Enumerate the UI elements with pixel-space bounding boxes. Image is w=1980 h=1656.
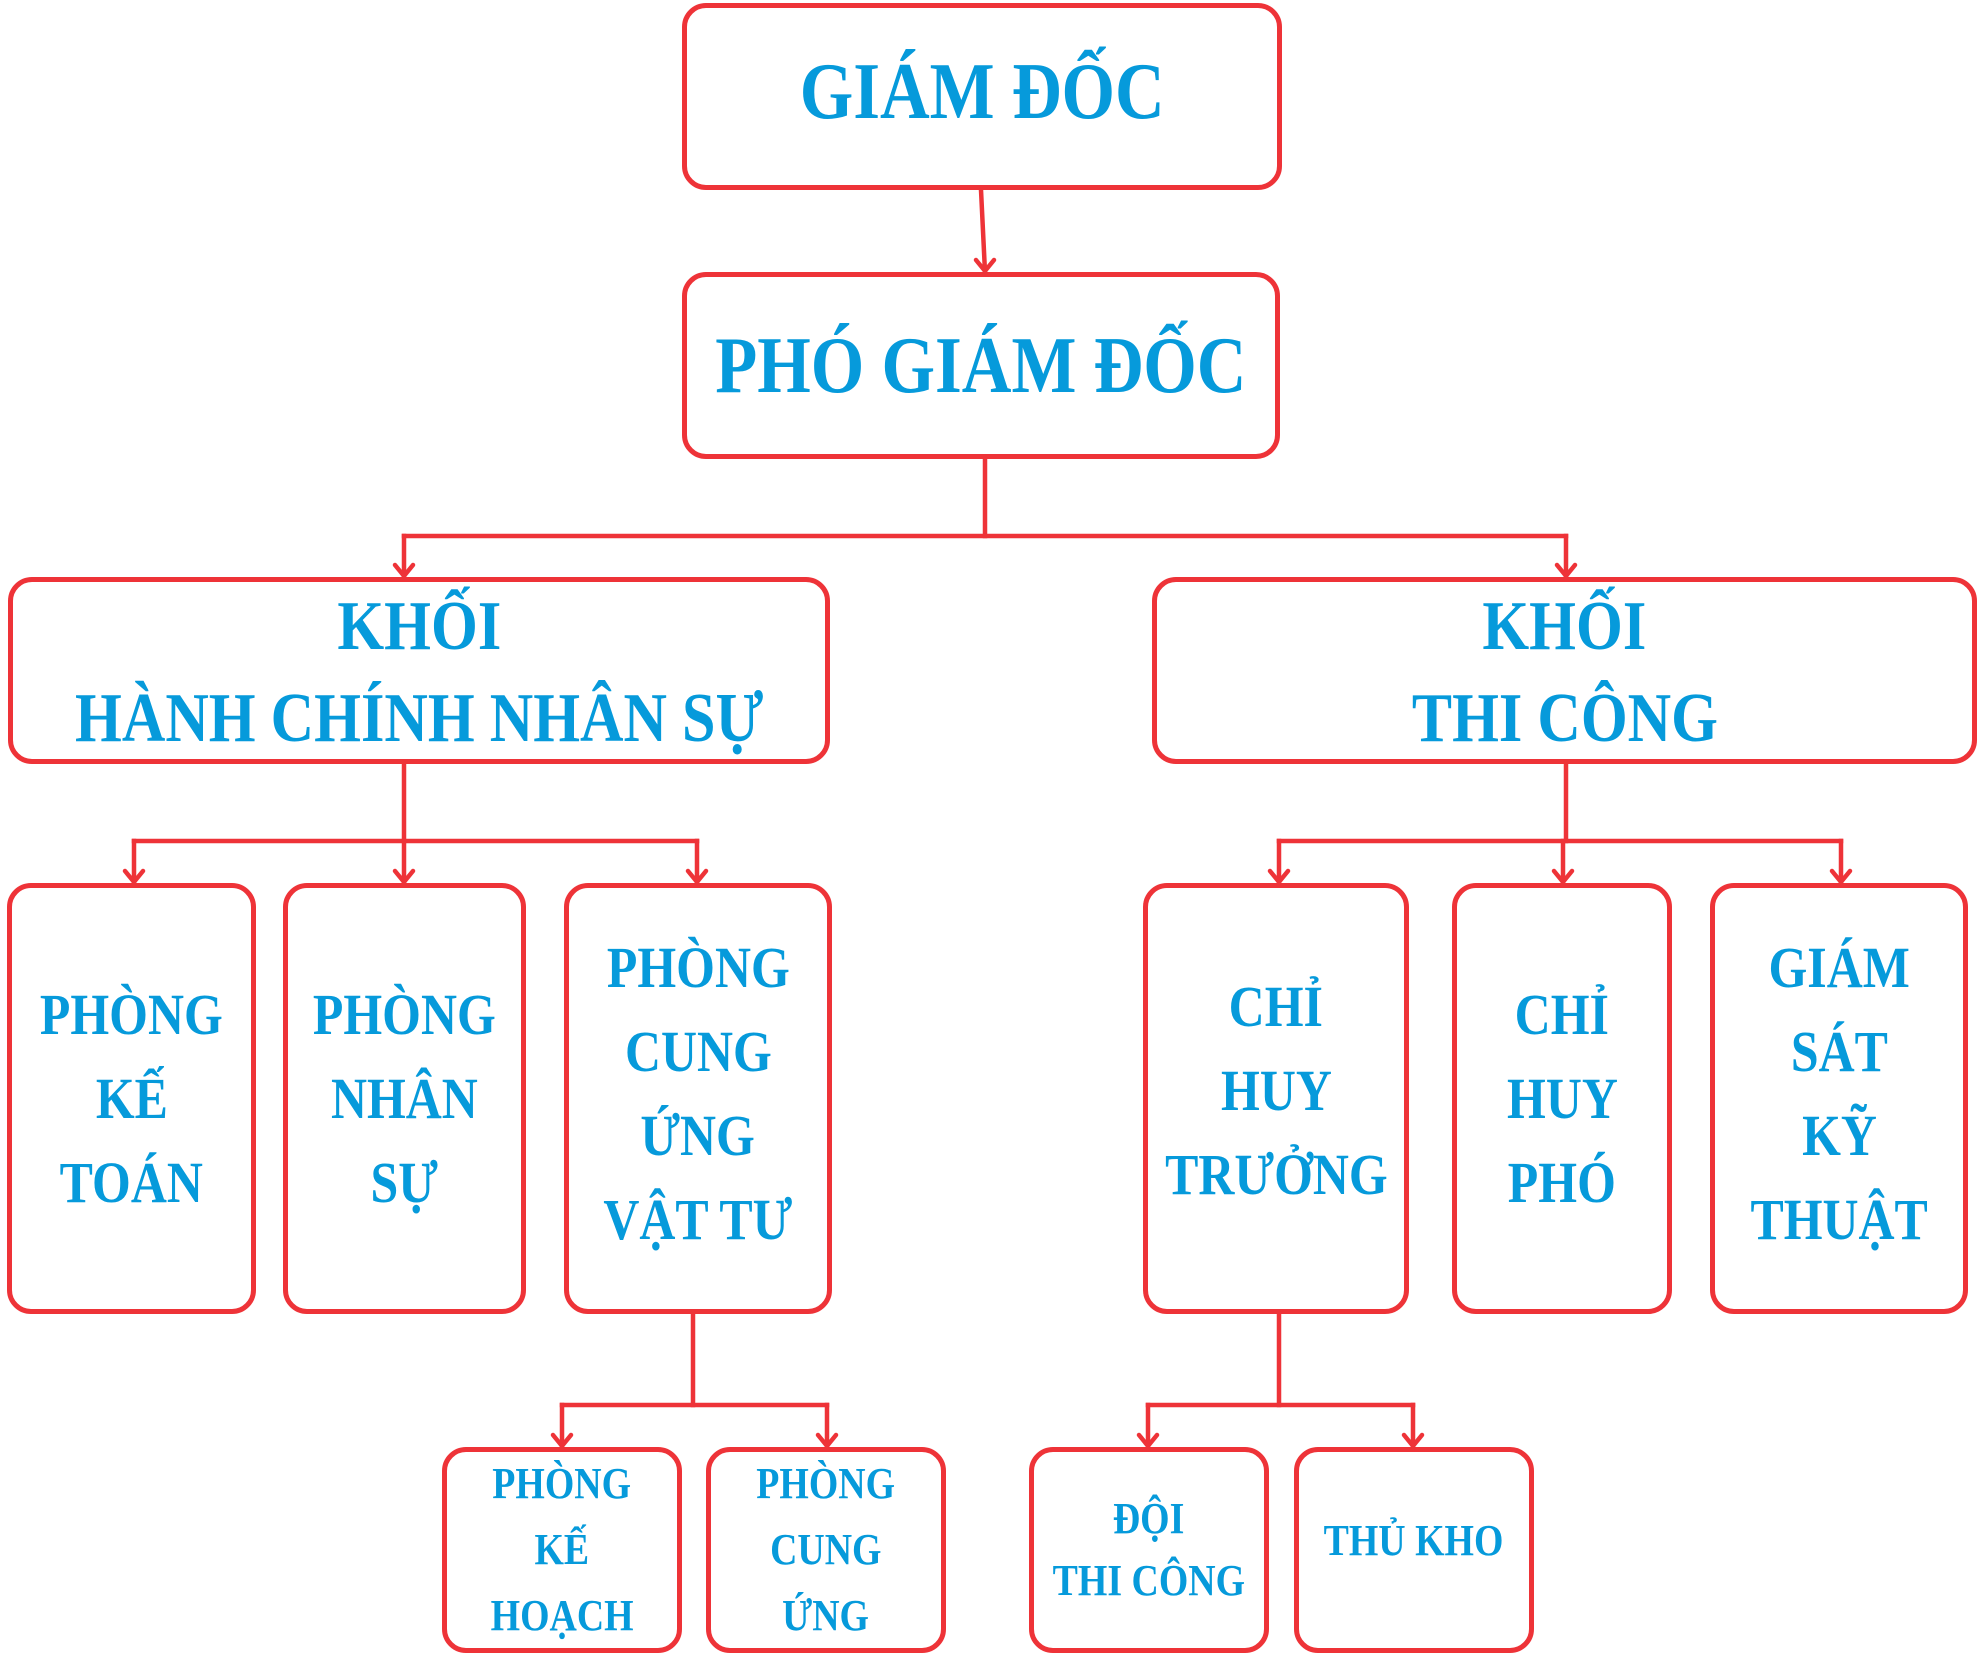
node-khoi-hanh-chinh-nhan-su: KHỐI HÀNH CHÍNH NHÂN SỰ (8, 577, 830, 764)
arrowhead-doi-tc (1136, 1432, 1160, 1449)
node-label-line: GIÁM ĐỐC (799, 47, 1165, 136)
arrowhead-khoi-tc (1554, 562, 1578, 579)
node-label-line: KẾ (534, 1525, 590, 1574)
arrowhead-chp (1551, 868, 1575, 885)
node-label-line: CUNG (770, 1525, 882, 1574)
node-label-line: TRƯỞNG (1164, 1141, 1388, 1207)
arrowhead-cht (1267, 868, 1291, 885)
node-label-line: SỰ (370, 1149, 439, 1215)
node-label-line: CHỈ (1228, 973, 1324, 1039)
node-label-line: THUẬT (1750, 1186, 1928, 1252)
node-label-line: PHÒNG (313, 981, 496, 1047)
node-label-line: PHÒNG (756, 1459, 896, 1508)
node-chi-huy-pho: CHỈ HUY PHÓ (1452, 883, 1672, 1314)
arrowhead-khoi-hcns (392, 562, 416, 579)
node-chi-huy-truong: CHỈ HUY TRƯỞNG (1143, 883, 1409, 1314)
arrowhead-gskt (1829, 868, 1853, 885)
node-label-line: THI CÔNG (1411, 679, 1718, 757)
arrowhead-p-cungung (815, 1432, 839, 1449)
node-label-line: NHÂN (331, 1065, 478, 1131)
node-label-line: PHÒNG (492, 1459, 632, 1508)
node-thu-kho: THỦ KHO (1294, 1447, 1534, 1653)
node-label-line: PHÒNG (40, 981, 223, 1047)
arrowhead-pho-giam-doc (973, 257, 997, 274)
node-phong-cung-ung-vat-tu: PHÒNG CUNG ỨNG VẬT TƯ (564, 883, 832, 1314)
arrowhead-p-cuvt (685, 868, 709, 885)
arrowhead-p-nhansu (392, 868, 416, 885)
node-phong-ke-hoach: PHÒNG KẾ HOẠCH (442, 1447, 682, 1653)
node-label-line: KHỐI (337, 587, 501, 665)
node-label-line: HÀNH CHÍNH NHÂN SỰ (74, 679, 764, 757)
node-label-line: THỦ KHO (1324, 1516, 1504, 1565)
node-label-line: KỸ (1801, 1102, 1877, 1168)
node-label-line: HUY (1220, 1057, 1332, 1123)
node-giam-doc: GIÁM ĐỐC (682, 3, 1282, 190)
node-label-line: ĐỘI (1113, 1494, 1185, 1543)
node-label-line: PHÓ GIÁM ĐỐC (715, 321, 1247, 410)
node-label-line: CUNG (624, 1018, 772, 1084)
arrowhead-p-ketoan (122, 868, 146, 885)
node-label-line: VẬT TƯ (603, 1186, 793, 1252)
node-doi-thi-cong: ĐỘI THI CÔNG (1029, 1447, 1269, 1653)
node-label-line: HOẠCH (490, 1591, 634, 1640)
node-phong-cung-ung: PHÒNG CUNG ỨNG (706, 1447, 946, 1653)
node-label-line: HUY (1506, 1065, 1618, 1131)
node-label-line: CHỈ (1514, 981, 1610, 1047)
node-phong-nhan-su: PHÒNG NHÂN SỰ (283, 883, 526, 1314)
arrowhead-p-kehoach (550, 1432, 574, 1449)
node-label-line: KHỐI (1482, 587, 1647, 665)
node-label-line: GIÁM (1768, 934, 1910, 1000)
node-giam-sat-ky-thuat: GIÁM SÁT KỸ THUẬT (1710, 883, 1968, 1314)
node-label-line: PHÓ (1507, 1149, 1617, 1215)
node-label-line: THI CÔNG (1052, 1556, 1246, 1605)
node-khoi-thi-cong: KHỐI THI CÔNG (1152, 577, 1977, 764)
node-phong-ke-toan: PHÒNG KẾ TOÁN (7, 883, 256, 1314)
node-label-line: KẾ (95, 1065, 168, 1131)
node-label-line: ỨNG (782, 1591, 870, 1640)
node-label-line: ỨNG (640, 1102, 756, 1168)
node-label-line: PHÒNG (606, 934, 790, 1000)
node-label-line: SÁT (1790, 1018, 1888, 1084)
connector-giam-doc-pho-giam-doc (978, 187, 988, 275)
node-label-line: TOÁN (59, 1149, 204, 1215)
node-pho-giam-doc: PHÓ GIÁM ĐỐC (682, 272, 1280, 459)
arrowhead-thukho (1401, 1432, 1425, 1449)
